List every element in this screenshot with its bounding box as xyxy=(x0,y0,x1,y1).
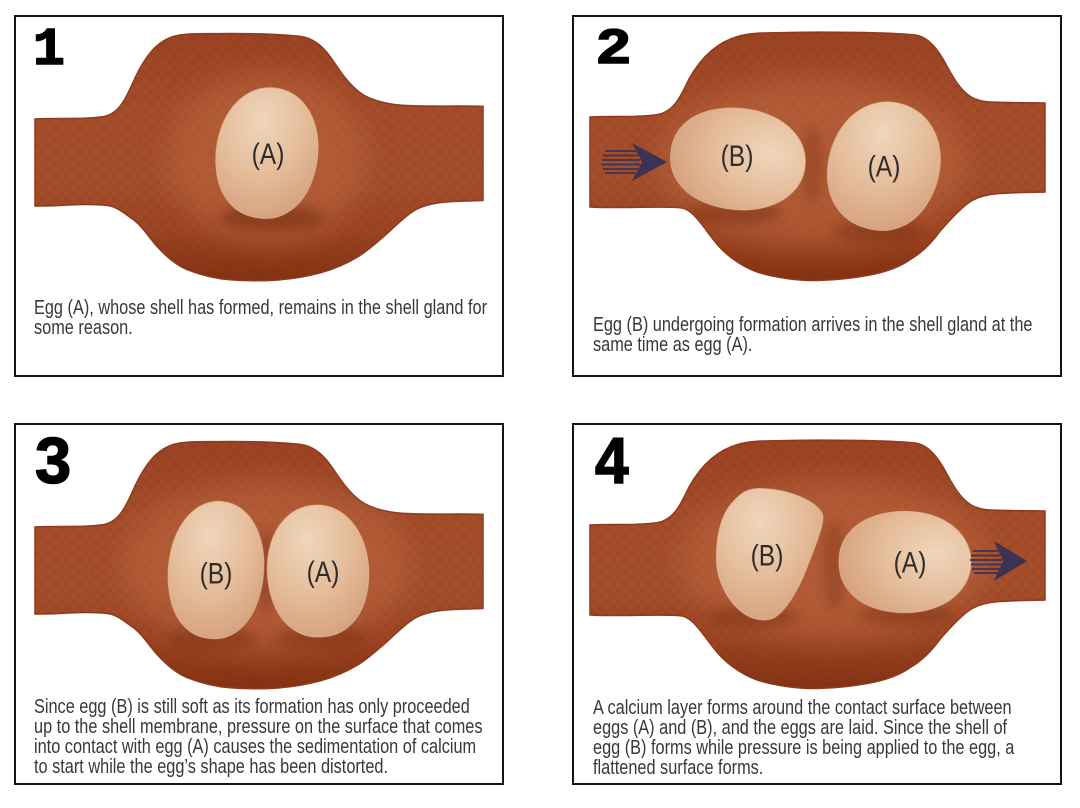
svg-text:(B): (B) xyxy=(200,556,233,590)
svg-text:(A): (A) xyxy=(252,137,285,171)
svg-text:(A): (A) xyxy=(307,555,340,589)
svg-text:(B): (B) xyxy=(721,139,754,173)
svg-text:(A): (A) xyxy=(868,149,901,183)
svg-text:(A): (A) xyxy=(894,545,927,579)
svg-text:(B): (B) xyxy=(751,538,784,572)
